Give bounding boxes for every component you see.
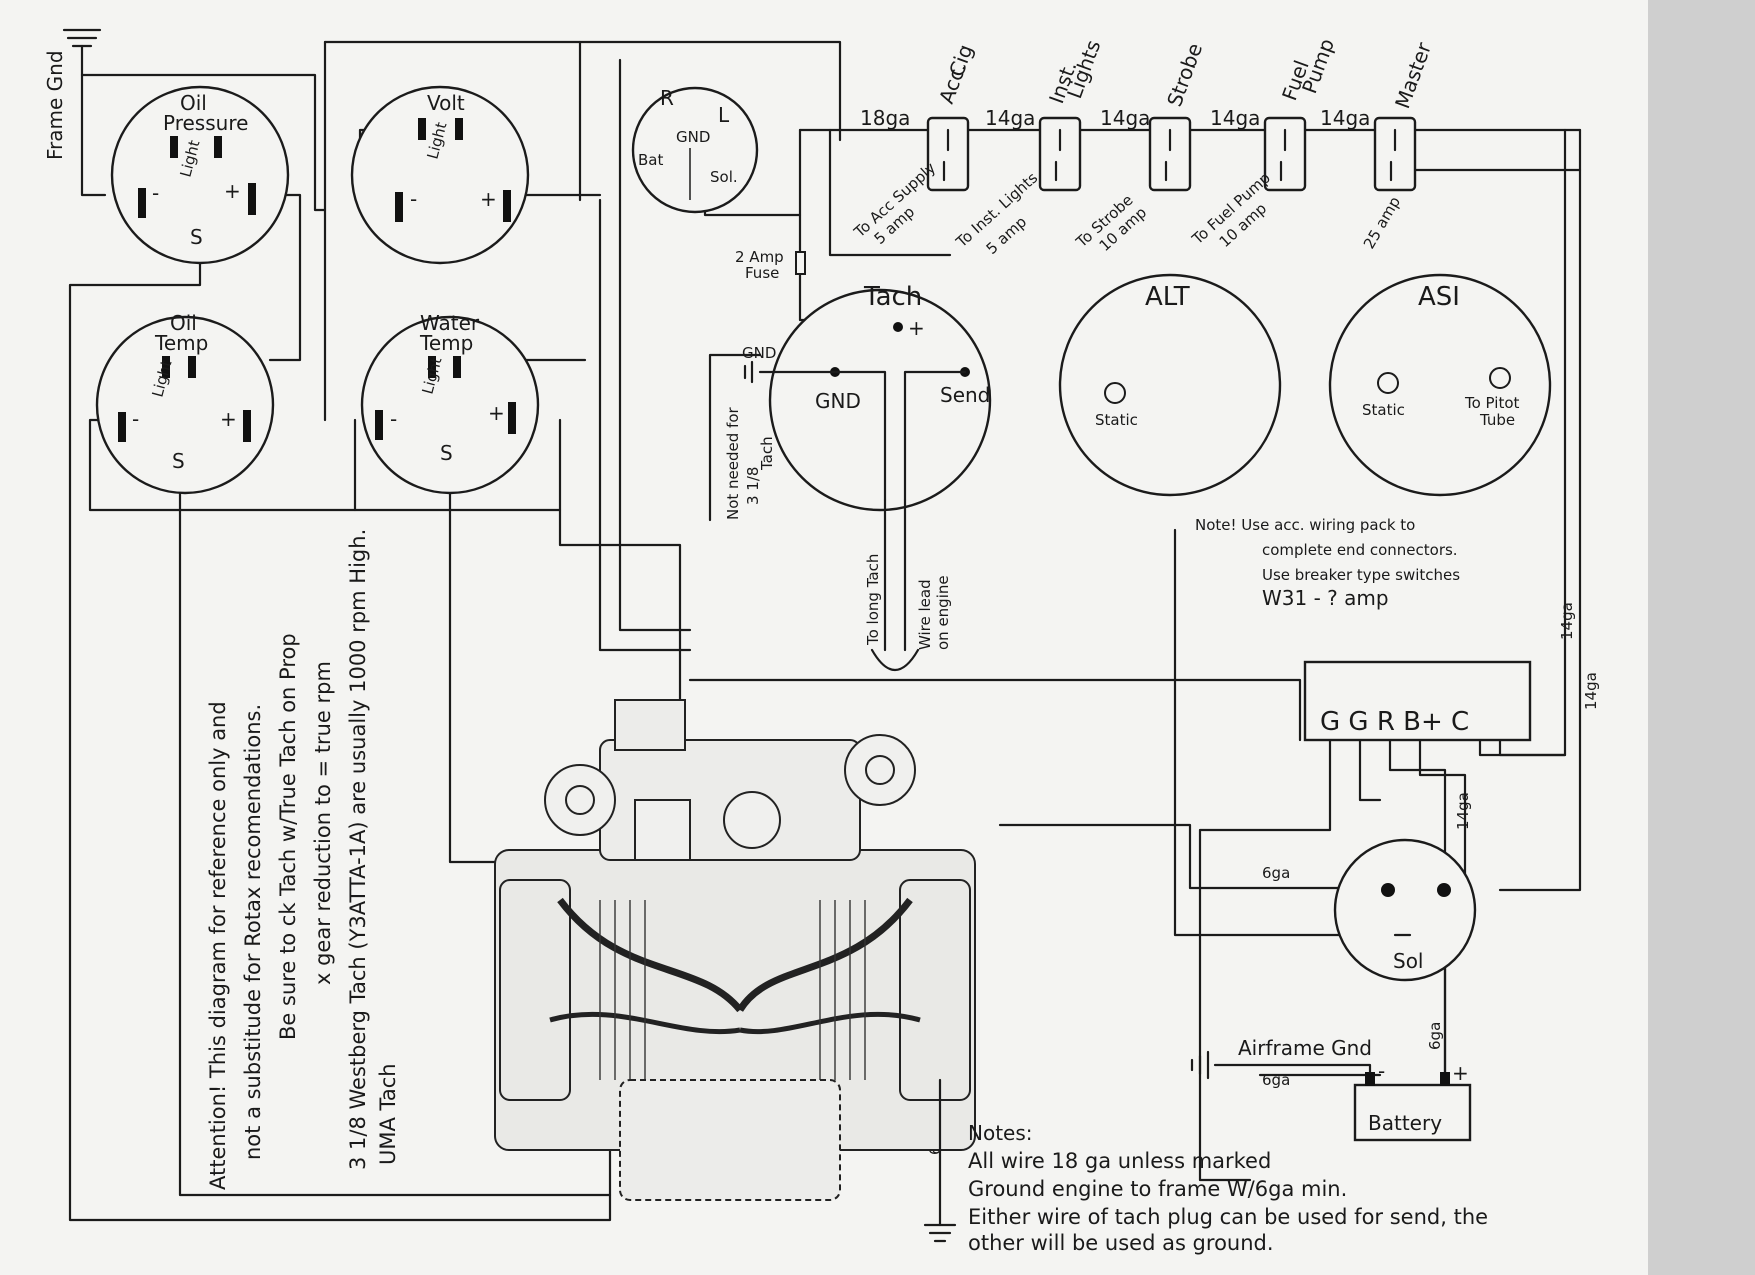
regulator-wiring <box>688 528 1567 1182</box>
attention-l2: not a substitude for Rotax recomendation… <box>241 704 265 1160</box>
notes-l3: Either wire of tach plug can be used for… <box>968 1205 1488 1229</box>
tach-lead-right-1: Wire lead <box>916 579 934 650</box>
notes-l2: Ground engine to frame W/6ga min. <box>968 1177 1347 1201</box>
oil-pressure-gauge: Oil Pressure Light - + S <box>110 85 290 265</box>
tach-ground-note-2: 3 1/8 <box>744 467 762 505</box>
volt-pos: + <box>480 187 497 211</box>
key-switch-sol: Sol. <box>710 168 738 186</box>
wire-6-gnd: 6ga <box>1262 1071 1290 1089</box>
key-switch-gnd: GND <box>676 128 710 146</box>
fuse-label-2: Fuse <box>745 264 779 282</box>
oil-pressure-title-1: Oil <box>180 91 207 115</box>
oil-temp-title-2: Temp <box>154 331 208 355</box>
engine-illustration <box>494 699 976 1201</box>
asi-static: Static <box>1362 401 1405 419</box>
oil-temp-title-1: Oil <box>170 311 197 335</box>
acc-note-l1: Note! Use acc. wiring pack to <box>1195 516 1415 534</box>
bus-gauge-14-c: 14ga <box>1210 106 1260 130</box>
alt-static: Static <box>1095 411 1138 429</box>
volt-title: Volt <box>427 91 465 115</box>
starter-solenoid: Sol <box>1333 838 1477 982</box>
regulator-terminals: G G R B+ C <box>1320 707 1469 737</box>
fuse-label-1: 2 Amp <box>735 248 784 266</box>
asi-title: ASI <box>1418 282 1460 312</box>
water-temp-title-2: Temp <box>419 331 473 355</box>
attention-l3: Be sure to ck Tach w/True Tach on Prop <box>276 633 300 1040</box>
key-switch-r: R <box>660 86 674 110</box>
battery-pos: + <box>1452 1061 1469 1085</box>
bus-gauge-14-a: 14ga <box>985 106 1035 130</box>
tach-pos: + <box>908 316 925 340</box>
notes-l1: All wire 18 ga unless marked <box>968 1149 1271 1173</box>
volt-gauge: Volt Light - + <box>350 85 530 265</box>
attention-l4: x gear reduction to = true rpm <box>311 661 335 985</box>
bus-wire-gauges: 18ga 14ga 14ga 14ga 14ga <box>860 106 1370 130</box>
wire-14-top: 14ga <box>1558 602 1576 640</box>
bus-gauge-14-b: 14ga <box>1100 106 1150 130</box>
volt-neg: - <box>410 187 417 211</box>
wire-14-b: 14ga <box>1454 792 1472 830</box>
notes-l4: other will be used as ground. <box>968 1231 1274 1255</box>
engine-ground <box>923 1078 957 1243</box>
asi-pitot-1: To Pitot <box>1464 394 1520 412</box>
notes-block: Notes: All wire 18 ga unless marked Grou… <box>968 1121 1488 1255</box>
water-temp-gauge: Water Temp Light - + S <box>360 311 540 495</box>
accessory-note: Note! Use acc. wiring pack to complete e… <box>1195 516 1460 610</box>
attention-l6: UMA Tach <box>376 1063 400 1165</box>
water-temp-send: S <box>440 441 453 465</box>
bus-gauge-14-d: 14ga <box>1320 106 1370 130</box>
acc-note-l3: Use breaker type switches <box>1262 566 1460 584</box>
tach-send: Send <box>940 383 990 407</box>
oil-temp-neg: - <box>132 407 139 431</box>
tach-lead-right-2: on engine <box>934 575 952 650</box>
tach-lead-left: To long Tach <box>864 554 882 646</box>
tach-ground-note-3: Tach <box>758 436 776 471</box>
tach-ground-note-1: Not needed for <box>724 406 742 520</box>
alt-gauge: ALT Static <box>1058 273 1282 497</box>
key-switch-l: L <box>718 103 730 127</box>
bus-gauge-18: 18ga <box>860 106 910 130</box>
airframe-ground-label: Airframe Gnd <box>1238 1036 1372 1060</box>
acc-note-l2: complete end connectors. <box>1262 541 1458 559</box>
oil-pressure-pos: + <box>224 179 241 203</box>
oil-pressure-send: S <box>190 225 203 249</box>
attention-l1: Attention! This diagram for reference on… <box>206 701 230 1190</box>
water-temp-title-1: Water <box>420 311 480 335</box>
key-switch-bat: Bat <box>638 151 663 169</box>
oil-temp-pos: + <box>220 407 237 431</box>
oil-pressure-neg: - <box>152 181 159 205</box>
tach-gnd: GND <box>815 389 861 413</box>
tach-ground: GND Not needed for 3 1/8 Tach <box>708 344 837 522</box>
frame-ground-label: Frame Gnd <box>43 50 67 160</box>
battery-label: Battery <box>1368 1111 1442 1135</box>
tach-gauge: Tach + GND Send <box>768 282 992 512</box>
oil-temp-send: S <box>172 449 185 473</box>
battery-neg: - <box>1378 1059 1385 1083</box>
battery: Battery - + <box>1353 1059 1472 1142</box>
water-temp-neg: - <box>390 407 397 431</box>
oil-temp-gauge: Oil Temp Light - + S <box>95 311 275 495</box>
wire-6-reg: 6ga <box>1262 864 1290 882</box>
alt-title: ALT <box>1145 282 1190 312</box>
tach-title: Tach <box>863 282 922 312</box>
voltage-regulator: G G R B+ C <box>1303 660 1532 742</box>
airframe-ground: Airframe Gnd <box>1190 1036 1372 1080</box>
notes-title: Notes: <box>968 1121 1033 1145</box>
asi-pitot-2: Tube <box>1479 411 1515 429</box>
frame-ground-symbol <box>62 28 102 77</box>
oil-pressure-title-2: Pressure <box>163 111 248 135</box>
wire-14-side: 14ga <box>1582 672 1600 710</box>
attention-l5: 3 1/8 Westberg Tach (Y3ATTA-1A) are usua… <box>346 529 370 1170</box>
acc-note-l4: W31 - ? amp <box>1262 586 1389 610</box>
wire-6-batt: 6ga <box>1426 1022 1444 1050</box>
solenoid-label: Sol <box>1393 949 1424 973</box>
tach-ground-gnd: GND <box>742 344 776 362</box>
attention-note: Attention! This diagram for reference on… <box>206 529 400 1190</box>
key-switch: R L Bat GND Sol. <box>631 86 759 214</box>
asi-gauge: ASI Static To Pitot Tube <box>1328 273 1552 497</box>
water-temp-pos: + <box>488 401 505 425</box>
tach-leads: To long Tach Wire lead on engine <box>864 498 952 671</box>
